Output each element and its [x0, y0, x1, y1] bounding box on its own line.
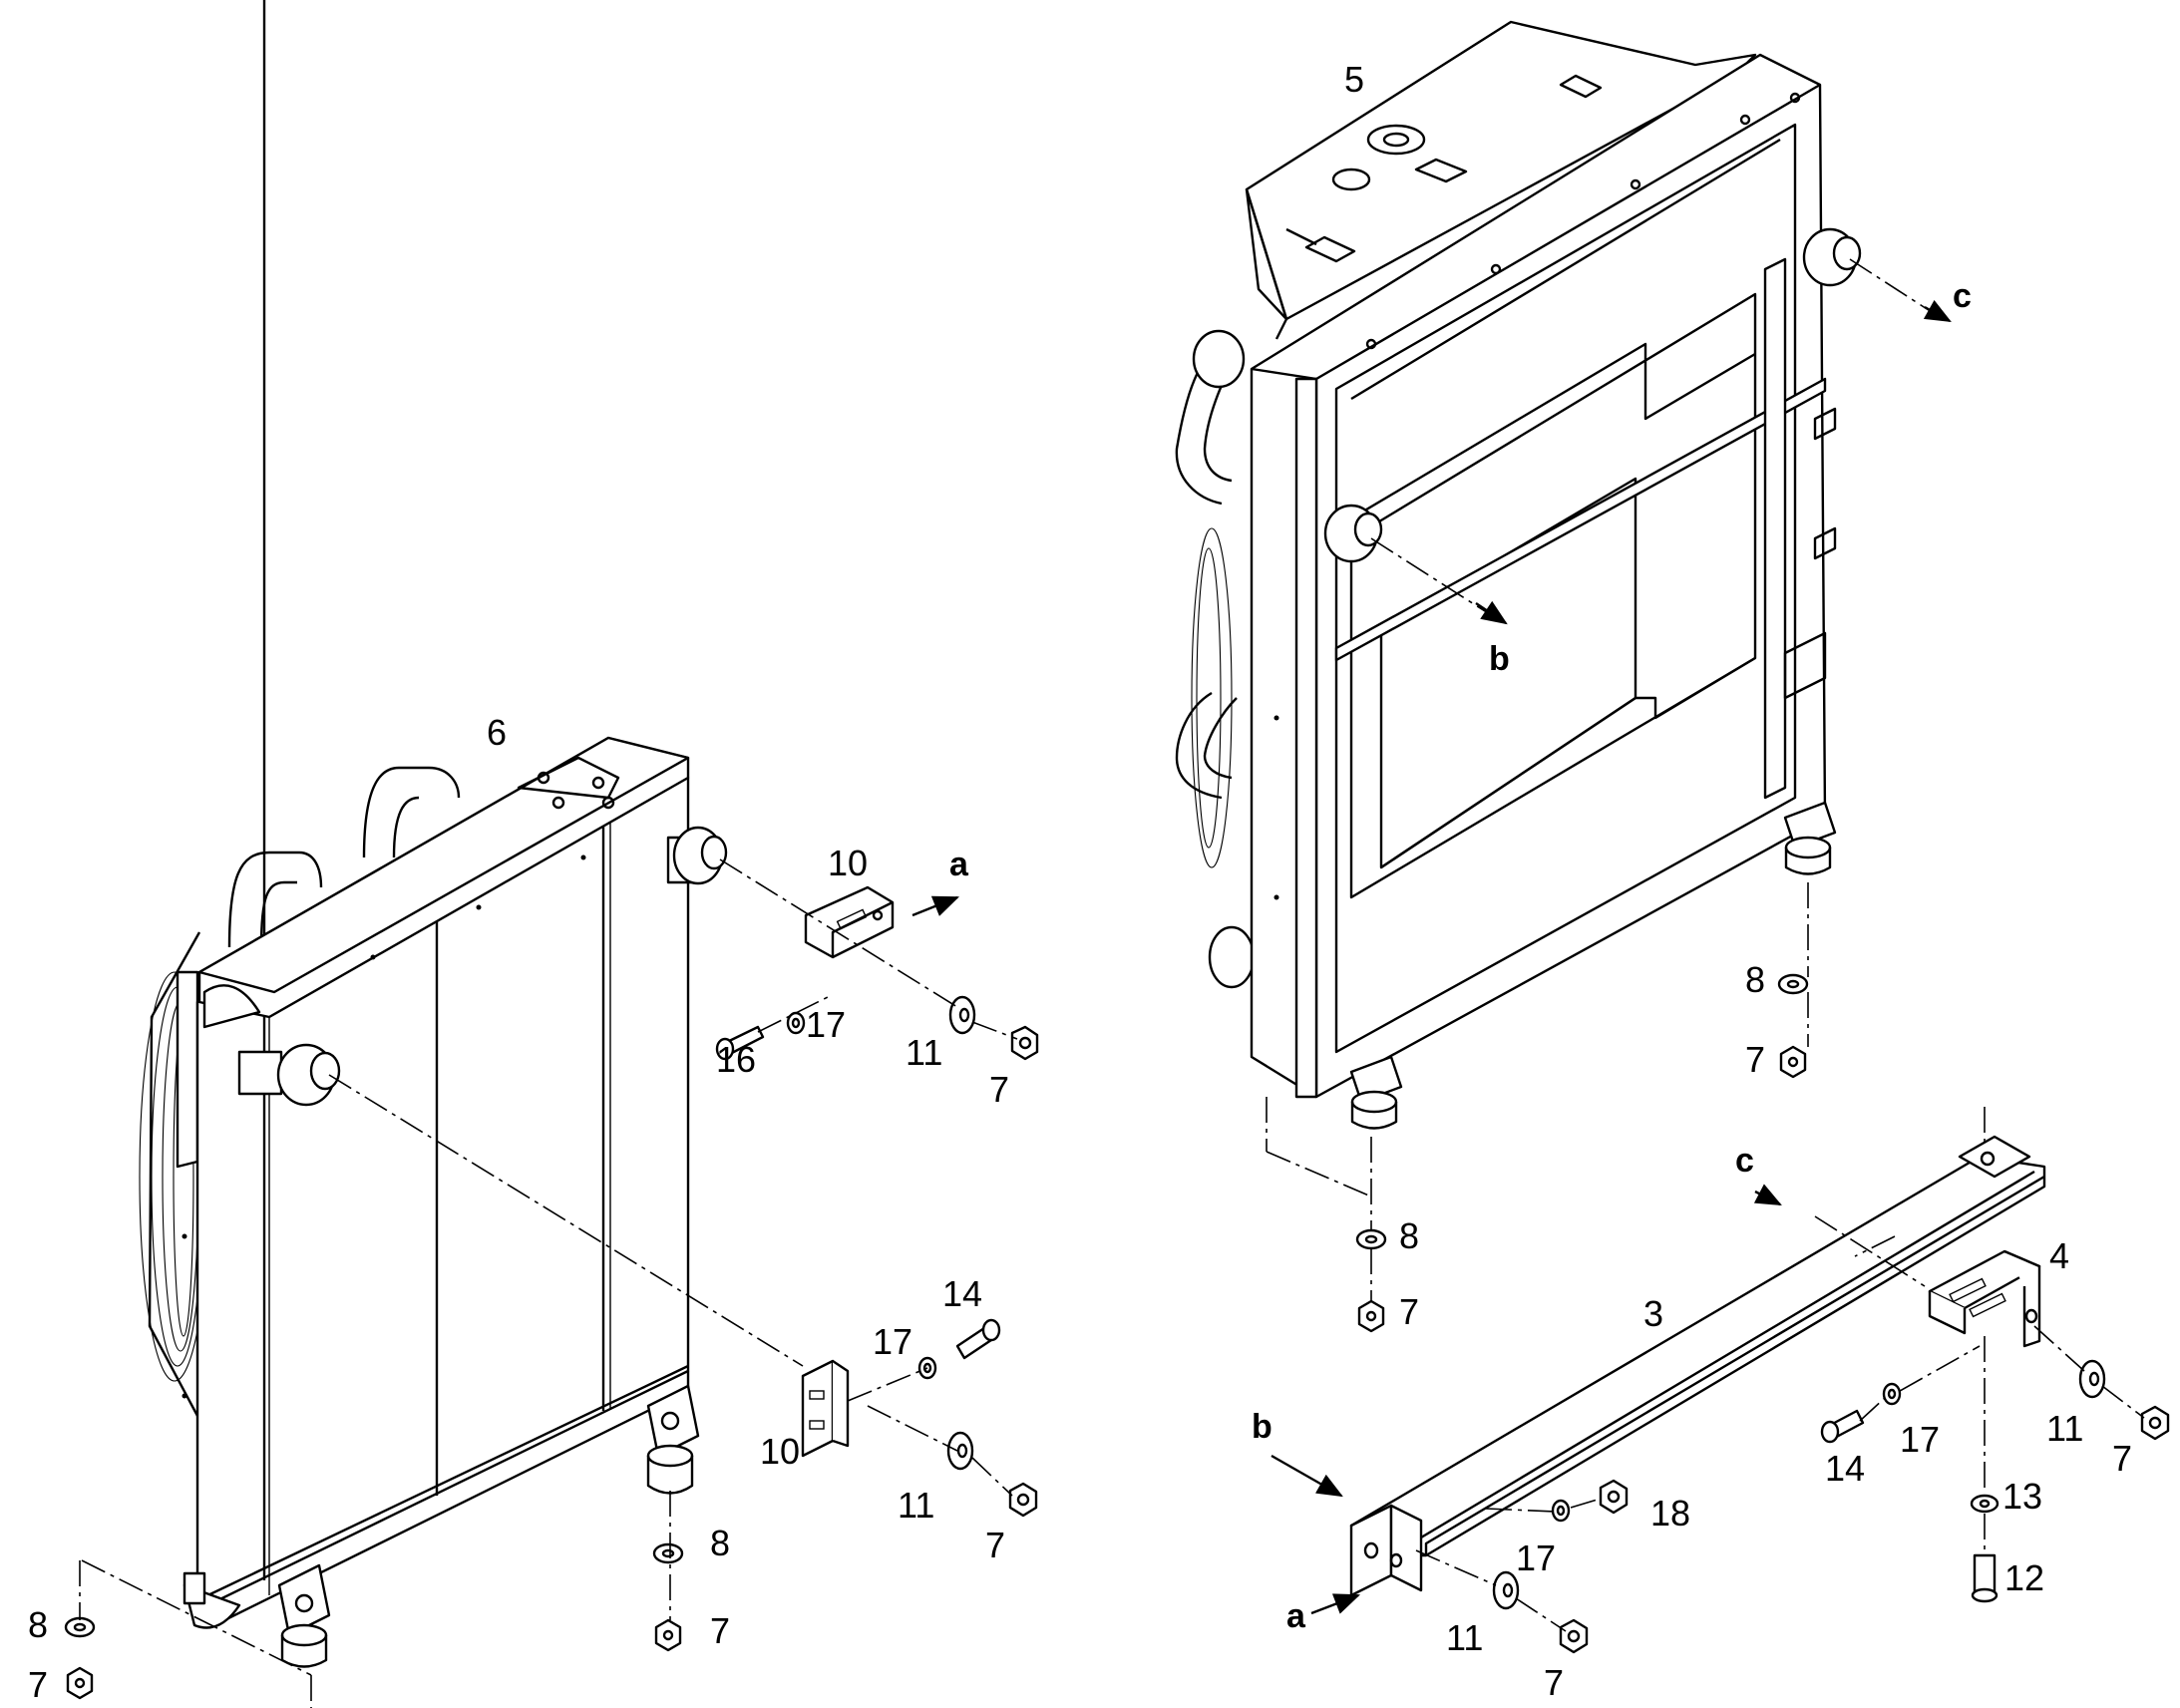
- callout-3: 3: [1643, 1293, 1663, 1334]
- marker-b: b: [1252, 1408, 1272, 1446]
- radiator-assembly-left: [139, 0, 728, 1668]
- washer-13: [1970, 1494, 1999, 1514]
- callout-18: 18: [1650, 1493, 1690, 1534]
- callout-12: 12: [2004, 1557, 2044, 1598]
- marker-a: a: [1286, 1597, 1306, 1635]
- nut-7: [1010, 1025, 1039, 1061]
- callout-4: 4: [2049, 1235, 2069, 1276]
- callout-7: 7: [985, 1525, 1005, 1565]
- callout-7: 7: [710, 1610, 730, 1651]
- callout-8: 8: [710, 1523, 730, 1563]
- callout-8: 8: [1399, 1215, 1419, 1256]
- callout-7: 7: [989, 1069, 1009, 1110]
- callout-11: 11: [2046, 1408, 2083, 1449]
- callout-14: 14: [942, 1273, 982, 1314]
- callout-11: 11: [1446, 1617, 1483, 1658]
- callout-17: 17: [873, 1321, 912, 1362]
- callout-14: 14: [1825, 1448, 1865, 1489]
- support-bar-assembly: [1271, 1107, 2170, 1654]
- bolt-12: [1973, 1553, 1997, 1594]
- washer-11: [948, 995, 976, 1035]
- marker-a: a: [949, 846, 969, 883]
- callout-labels: 6 5 3 4 10 10 17 17 17 17 16 11 11 11 11…: [28, 59, 2132, 1705]
- fan-shroud: [148, 931, 201, 1417]
- right-hardware: [1355, 973, 1809, 1333]
- marker-c: c: [1735, 1142, 1754, 1180]
- callout-17: 17: [1516, 1537, 1556, 1578]
- callout-6: 6: [487, 712, 507, 753]
- callout-7: 7: [28, 1664, 48, 1705]
- callout-7: 7: [1544, 1662, 1564, 1703]
- callout-7: 7: [1745, 1039, 1765, 1080]
- callout-17: 17: [1900, 1419, 1940, 1460]
- right-centerlines: [1266, 258, 1952, 1301]
- washer-17: [786, 1011, 806, 1035]
- support-bar-3: [1349, 1155, 2046, 1557]
- callout-7: 7: [1399, 1291, 1419, 1332]
- bracket-10-lower: [801, 1359, 835, 1458]
- mounting-foot: [1349, 1055, 1403, 1104]
- marker-c: c: [1953, 277, 1972, 315]
- callout-8: 8: [1745, 959, 1765, 1000]
- nut-18: [1599, 1479, 1629, 1515]
- callout-17: 17: [806, 1004, 846, 1045]
- callout-10: 10: [828, 843, 868, 883]
- callout-10: 10: [760, 1431, 800, 1472]
- bracket-10-upper: [804, 885, 895, 959]
- marker-b: b: [1489, 640, 1510, 678]
- rubber-mount: [237, 1050, 283, 1096]
- callout-11: 11: [906, 1032, 942, 1073]
- left-centerlines: [79, 858, 1018, 1708]
- coolant-pipe-top: [227, 851, 323, 948]
- callout-7: 7: [2112, 1438, 2132, 1479]
- callout-11: 11: [898, 1485, 934, 1526]
- radiator-assembly-right: [1175, 20, 1862, 1130]
- callout-5: 5: [1344, 59, 1364, 100]
- mounting-foot: [646, 1384, 700, 1458]
- callout-8: 8: [28, 1604, 48, 1645]
- callout-16: 16: [716, 1039, 756, 1080]
- callout-13: 13: [2002, 1476, 2042, 1517]
